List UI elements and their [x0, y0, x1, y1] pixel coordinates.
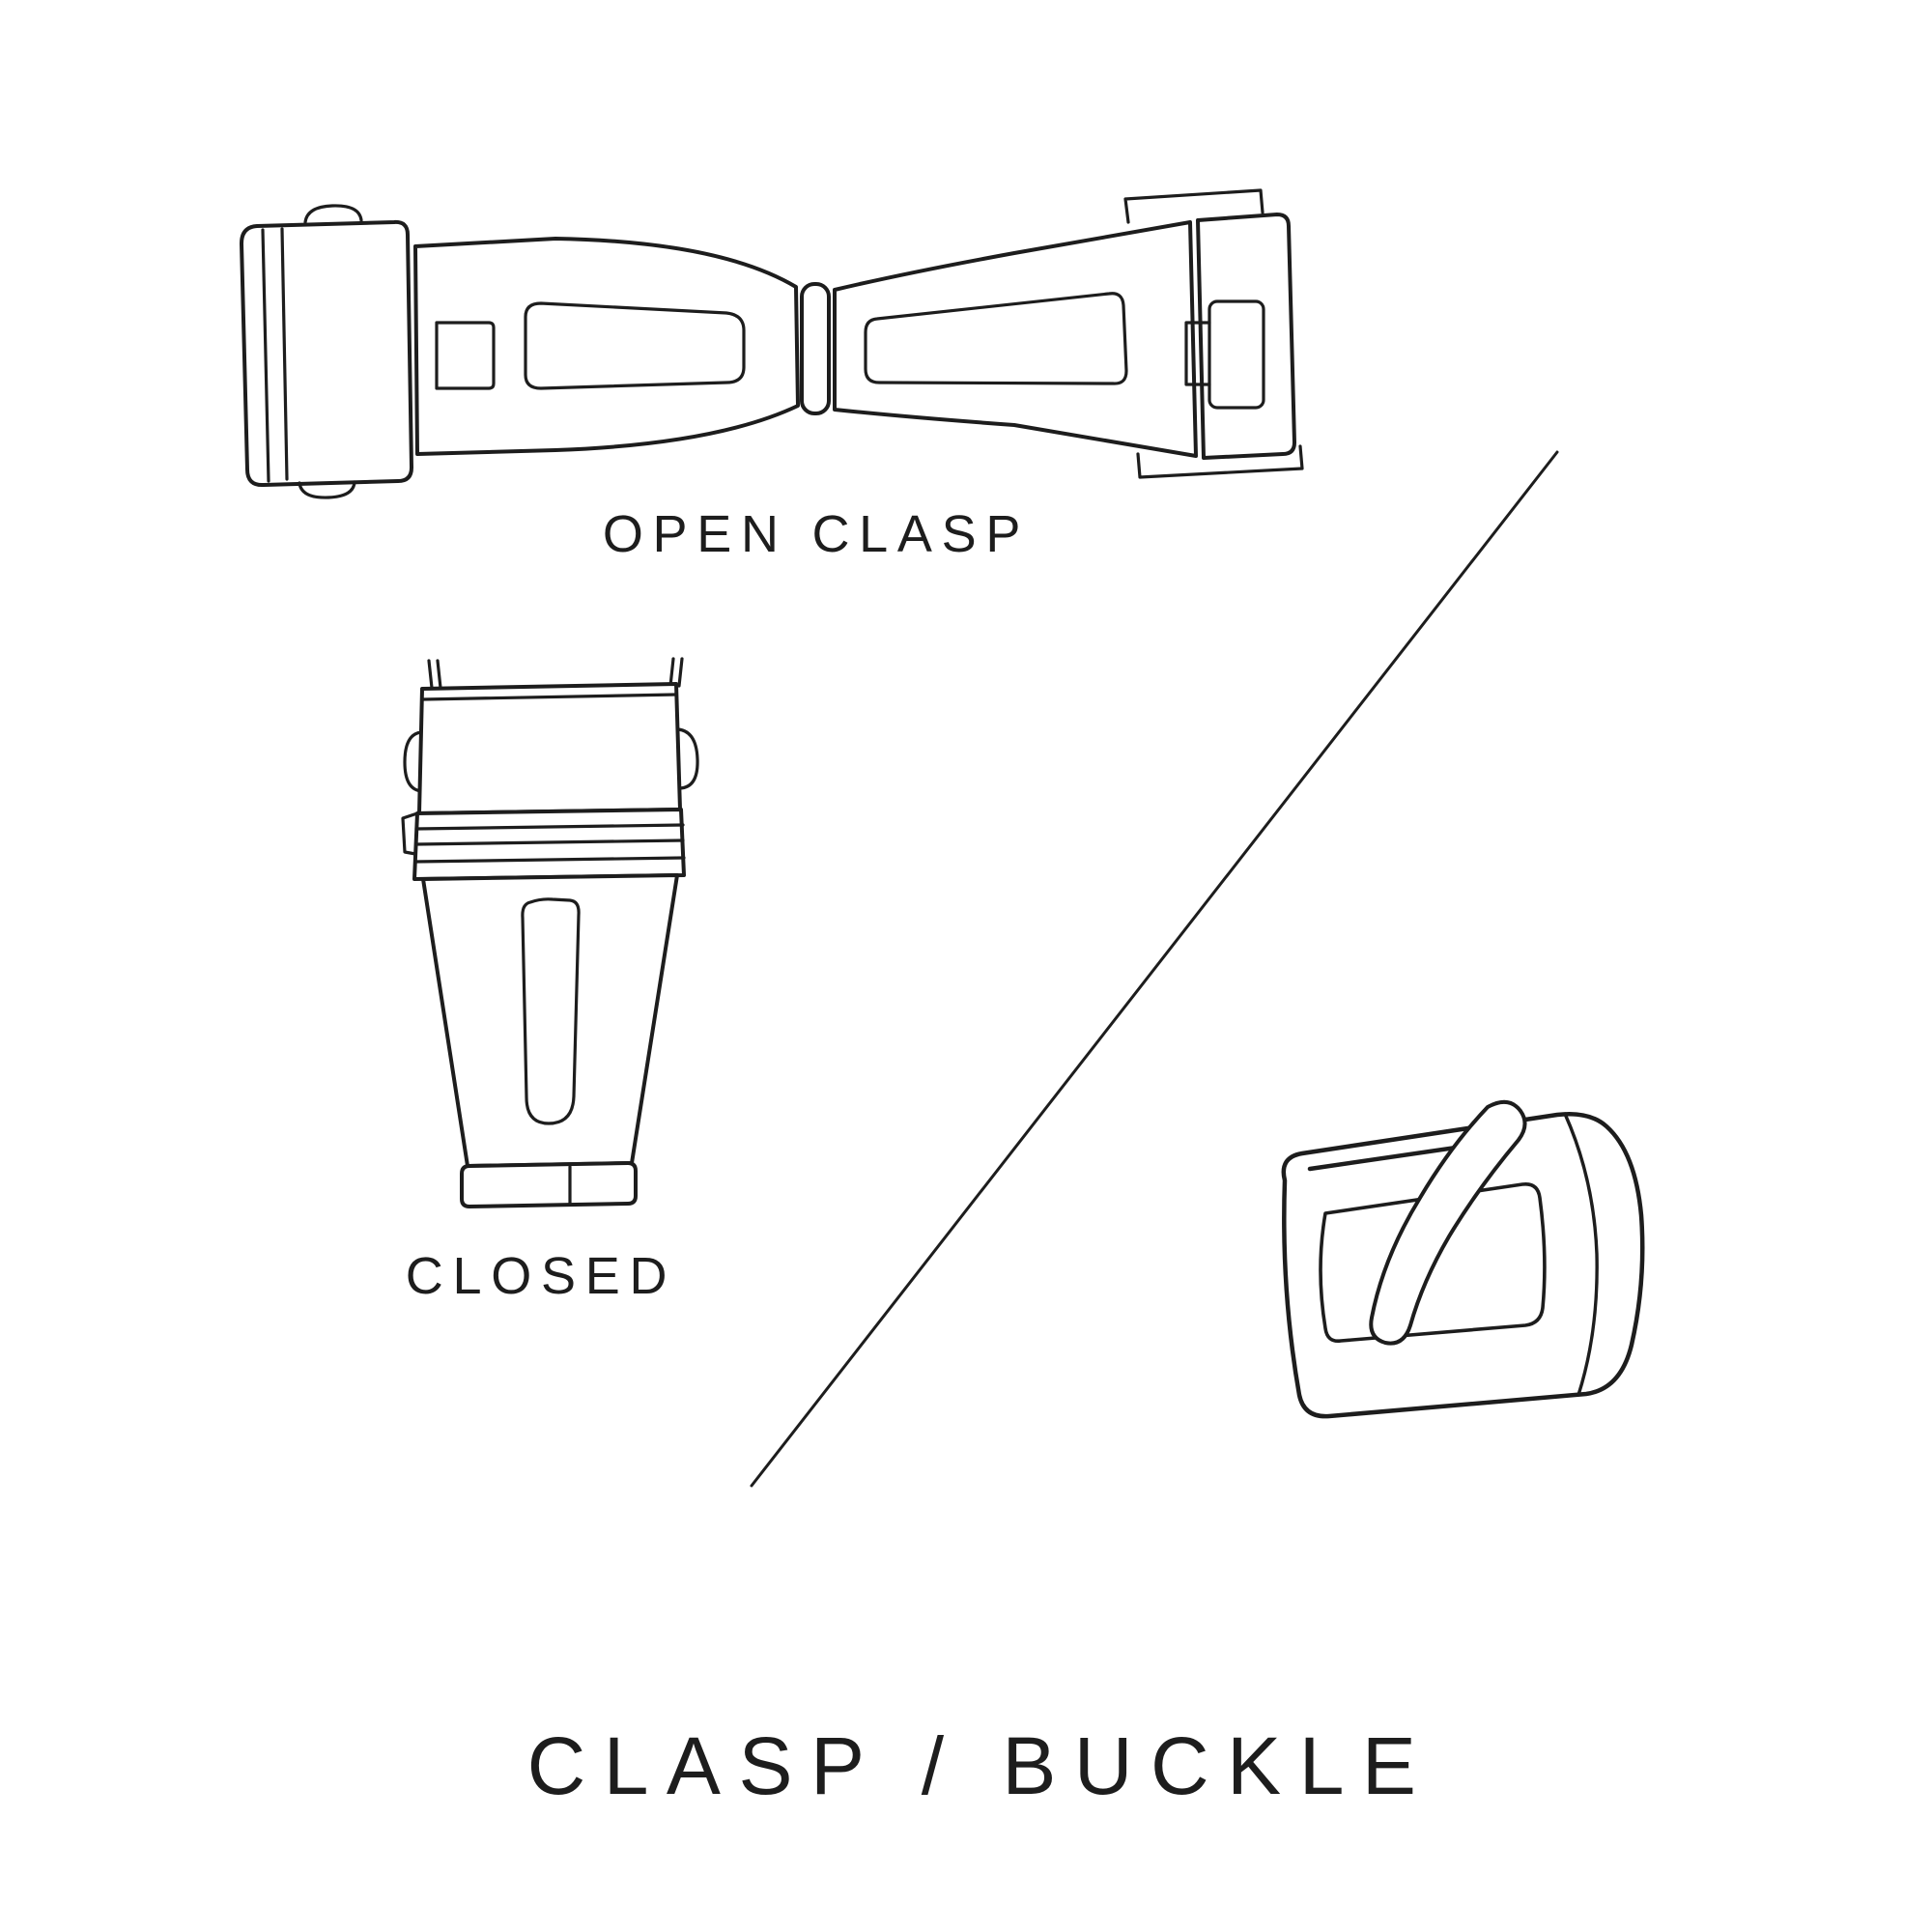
closed-clasp-label: CLOSED [405, 1247, 677, 1305]
buckle-illustration [1281, 1099, 1645, 1419]
open-clasp-illustration [240, 188, 1304, 499]
open-clasp-label: OPEN CLASP [602, 505, 1031, 563]
page-title: CLASP / BUCKLE [526, 1720, 1435, 1811]
divider-line [750, 450, 1559, 1488]
closed-clasp-illustration [401, 657, 699, 1208]
